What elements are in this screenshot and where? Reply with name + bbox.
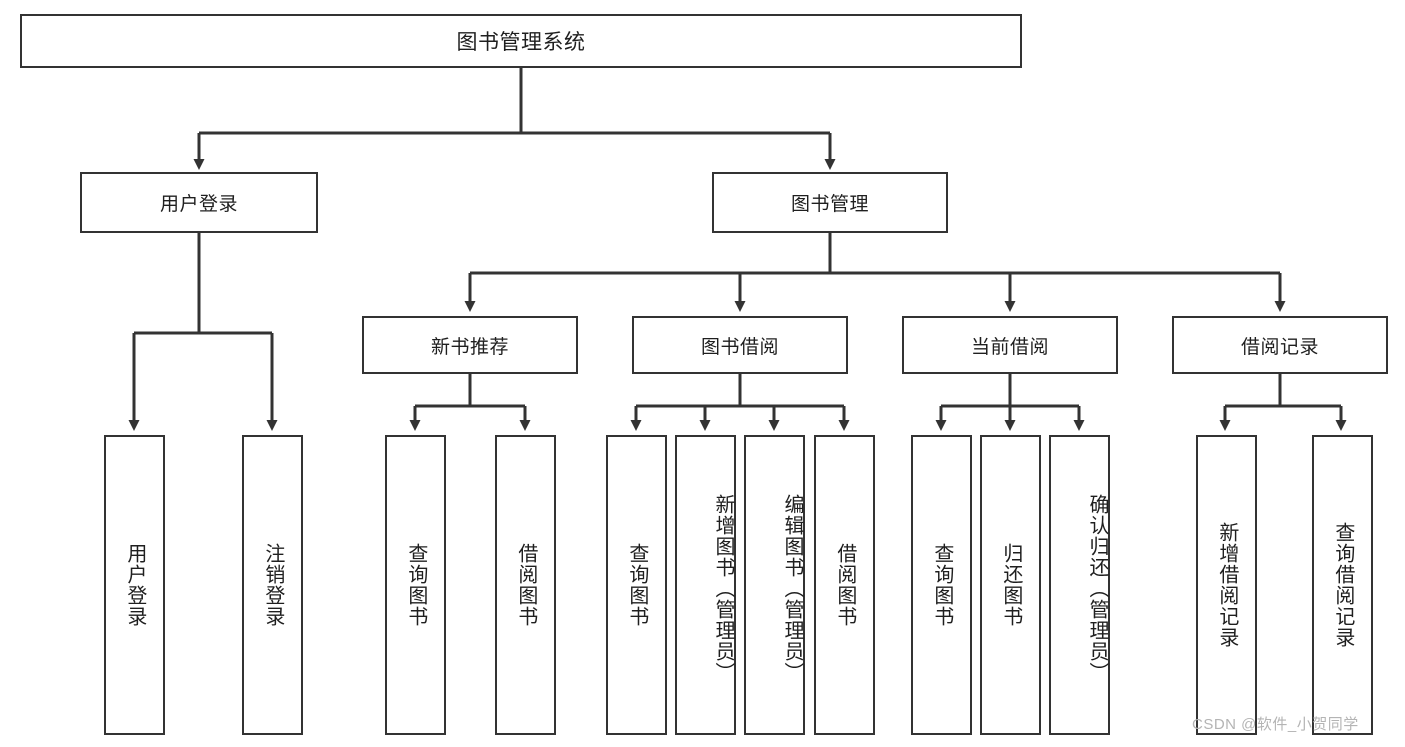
node-label: 注销登录 xyxy=(261,543,284,627)
node-label: 用户登录 xyxy=(159,194,238,215)
leaf-query-borrow-record[interactable]: 查询借阅记录 xyxy=(1312,435,1373,735)
node-label: 新增借阅记录 xyxy=(1215,522,1238,648)
node-borrow-record[interactable]: 借阅记录 xyxy=(1172,316,1388,374)
node-label: 图书管理系统 xyxy=(456,31,586,54)
node-label: 用户登录 xyxy=(123,543,146,627)
leaf-user-login[interactable]: 用户登录 xyxy=(104,435,165,735)
node-label: 确认归还（管理员） xyxy=(1086,493,1108,683)
leaf-return-book[interactable]: 归还图书 xyxy=(980,435,1041,735)
leaf-logout[interactable]: 注销登录 xyxy=(242,435,303,735)
leaf-edit-book-admin[interactable]: 编辑图书（管理员） xyxy=(744,435,805,735)
node-label: 借阅图书 xyxy=(833,543,856,627)
node-label: 查询图书 xyxy=(625,543,648,627)
node-label: 借阅记录 xyxy=(1240,336,1319,358)
leaf-add-borrow-record[interactable]: 新增借阅记录 xyxy=(1196,435,1257,735)
node-label: 编辑图书（管理员） xyxy=(781,493,803,683)
node-label: 图书管理 xyxy=(790,194,869,215)
leaf-add-book-admin[interactable]: 新增图书（管理员） xyxy=(675,435,736,735)
node-label: 当前借阅 xyxy=(970,336,1049,358)
leaf-borrow-book-recommend[interactable]: 借阅图书 xyxy=(495,435,556,735)
leaf-query-book-borrow[interactable]: 查询图书 xyxy=(606,435,667,735)
node-label: 查询图书 xyxy=(404,543,427,627)
node-current-borrow[interactable]: 当前借阅 xyxy=(902,316,1118,374)
node-user-login[interactable]: 用户登录 xyxy=(80,172,318,233)
node-label: 归还图书 xyxy=(999,543,1022,627)
node-book-borrow[interactable]: 图书借阅 xyxy=(632,316,848,374)
node-book-management[interactable]: 图书管理 xyxy=(712,172,948,233)
node-label: 新增图书（管理员） xyxy=(712,493,734,683)
node-new-book-recommend[interactable]: 新书推荐 xyxy=(362,316,578,374)
leaf-borrow-book[interactable]: 借阅图书 xyxy=(814,435,875,735)
node-label: 借阅图书 xyxy=(514,543,537,627)
node-label: 查询图书 xyxy=(930,543,953,627)
watermark-text: CSDN @软件_小贺同学 xyxy=(1192,716,1359,733)
node-label: 新书推荐 xyxy=(430,336,509,358)
node-root[interactable]: 图书管理系统 xyxy=(20,14,1022,68)
leaf-confirm-return-admin[interactable]: 确认归还（管理员） xyxy=(1049,435,1110,735)
leaf-query-book-recommend[interactable]: 查询图书 xyxy=(385,435,446,735)
node-label: 图书借阅 xyxy=(700,336,779,358)
leaf-query-book-current[interactable]: 查询图书 xyxy=(911,435,972,735)
node-label: 查询借阅记录 xyxy=(1331,522,1354,648)
